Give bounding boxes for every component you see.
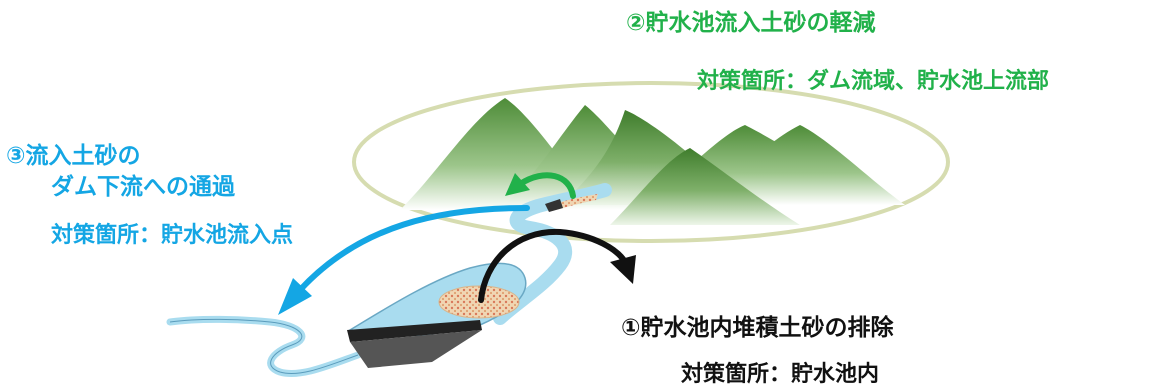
- removal-title: ①貯水池内堆積土砂の排除: [621, 315, 894, 341]
- reduction-arrow: [505, 172, 576, 199]
- removal-location: 対策箇所：貯水池内: [681, 362, 880, 387]
- removal-arrow: [478, 228, 636, 303]
- bypass-arrow: [278, 205, 530, 315]
- bypass-title-line1: ③流入土砂の: [6, 143, 141, 169]
- watershed-ellipse: [352, 81, 950, 243]
- mountains: [400, 98, 905, 225]
- reduction-location: 対策箇所：ダム流域、貯水池上流部: [697, 69, 1050, 94]
- bypass-title-line2: ダム下流への通過: [51, 174, 235, 200]
- dam: [347, 320, 482, 368]
- reduction-title: ②貯水池流入土砂の軽減: [626, 10, 876, 36]
- bypass-location: 対策箇所：貯水池流入点: [51, 223, 294, 248]
